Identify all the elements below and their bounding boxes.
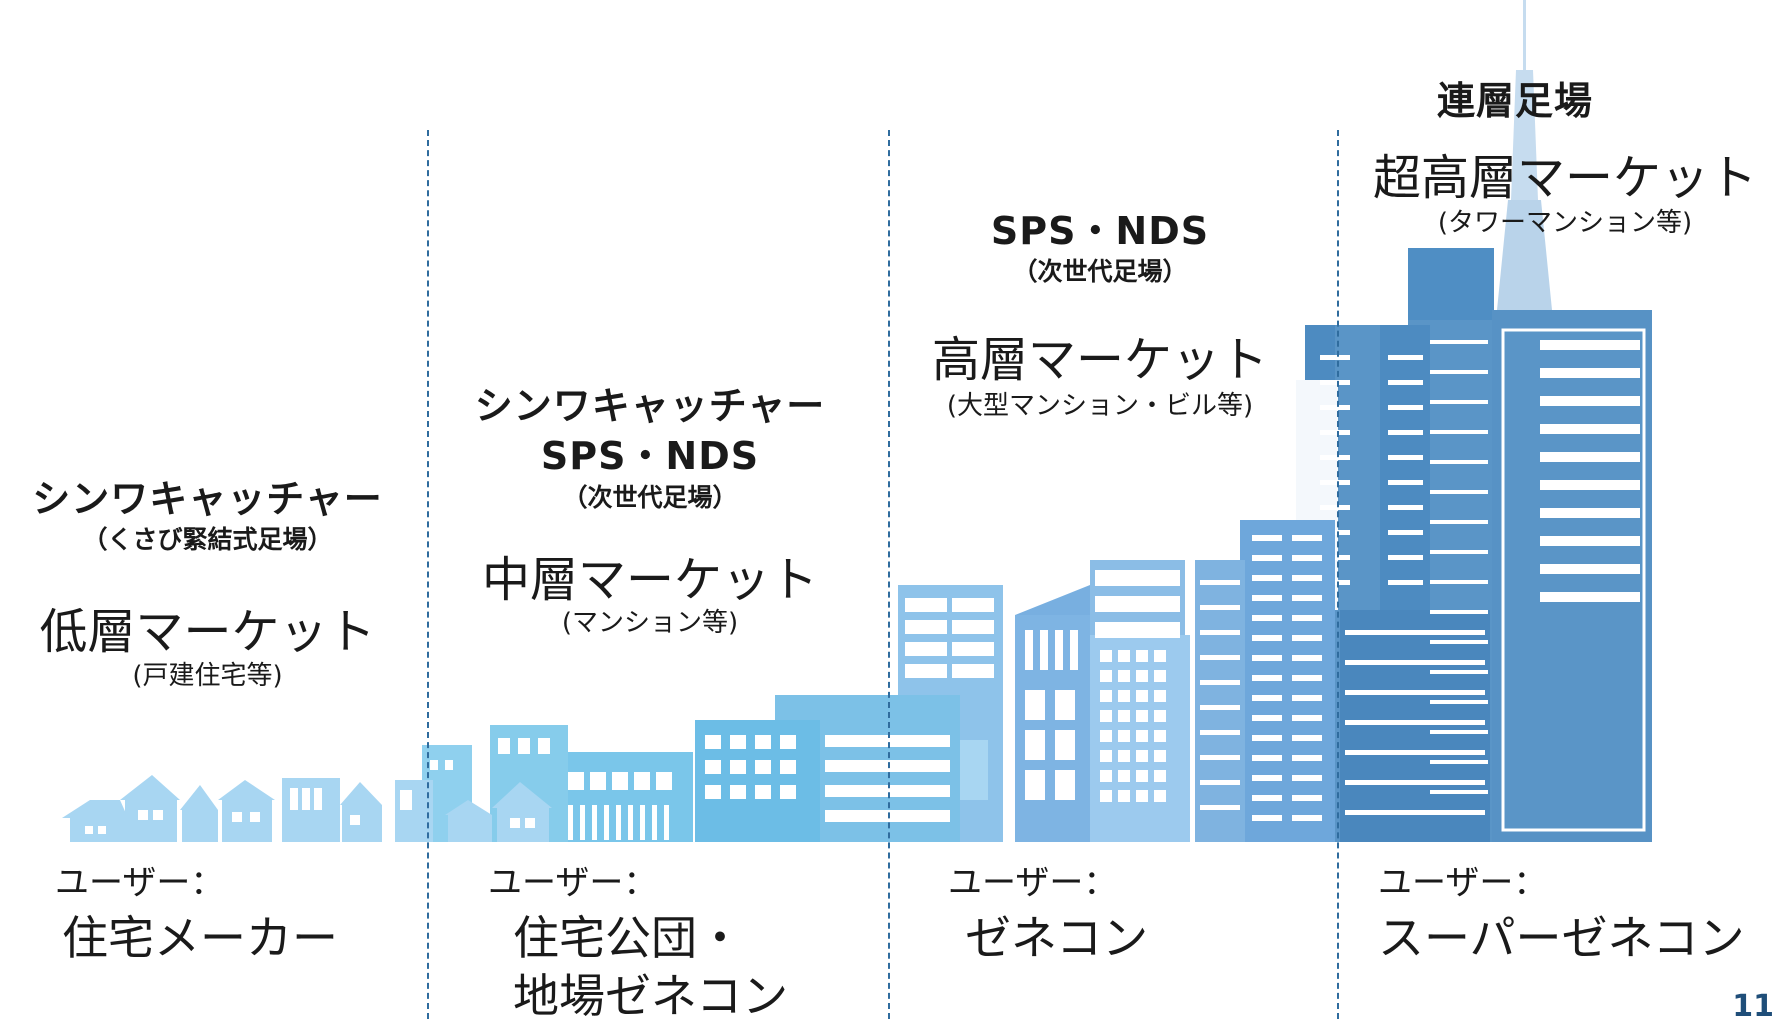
ground-line [0,842,1782,844]
segment-4-user: スーパーゼネコン [1378,911,1745,965]
segment-2-product: シンワキャッチャー [474,384,826,428]
segment-3-market: 高層マーケット [931,332,1268,388]
high-rise-windows [1025,535,1322,821]
segment-3-market-note: (大型マンション・ビル等) [946,391,1254,421]
segment-1-product: シンワキャッチャー [32,477,383,521]
tower-spire [1497,0,1552,310]
segment-3-user: ゼネコン [965,911,1149,965]
segment-4-market: 超高層マーケット [1372,150,1757,206]
segment-1-user-label: ユーザー： [55,863,225,903]
segment-2-market-note: (マンション等) [561,608,739,638]
segment-2-user-line-2: 地場ゼネコン [513,969,789,1023]
segment-divider-1 [427,130,429,1019]
mid-rise-windows [430,598,994,840]
segment-2-market: 中層マーケット [481,552,818,608]
tower-window-stripes [1320,340,1640,815]
segment-1-user: 住宅メーカー [62,911,338,965]
segment-2-user-line-1: 住宅公団・ [513,911,743,965]
segment-3-user-label: ユーザー： [948,863,1118,903]
segment-1-market: 低層マーケット [39,604,376,660]
segment-1-product-sub: （くさび緊結式足場） [82,525,333,554]
segment-2-product-2: SPS・NDS [540,434,760,478]
segment-4-product: 連層足場 [1436,79,1593,123]
segment-3-product: SPS・NDS [990,209,1210,253]
segment-2-product-sub: （次世代足場） [562,483,738,512]
segment-2-user-label: ユーザー： [488,863,658,903]
house-windows [85,788,535,834]
segment-1-market-note: (戸建住宅等) [132,661,283,691]
page-number: 11 [1732,989,1774,1024]
segment-divider-2 [888,130,890,1019]
segment-3-product-sub: （次世代足場） [1012,257,1188,286]
segment-divider-3 [1337,130,1339,1019]
segment-4-market-note: (タワーマンション等) [1437,208,1693,238]
houses [62,775,552,842]
segment-4-user-label: ユーザー： [1378,863,1548,903]
